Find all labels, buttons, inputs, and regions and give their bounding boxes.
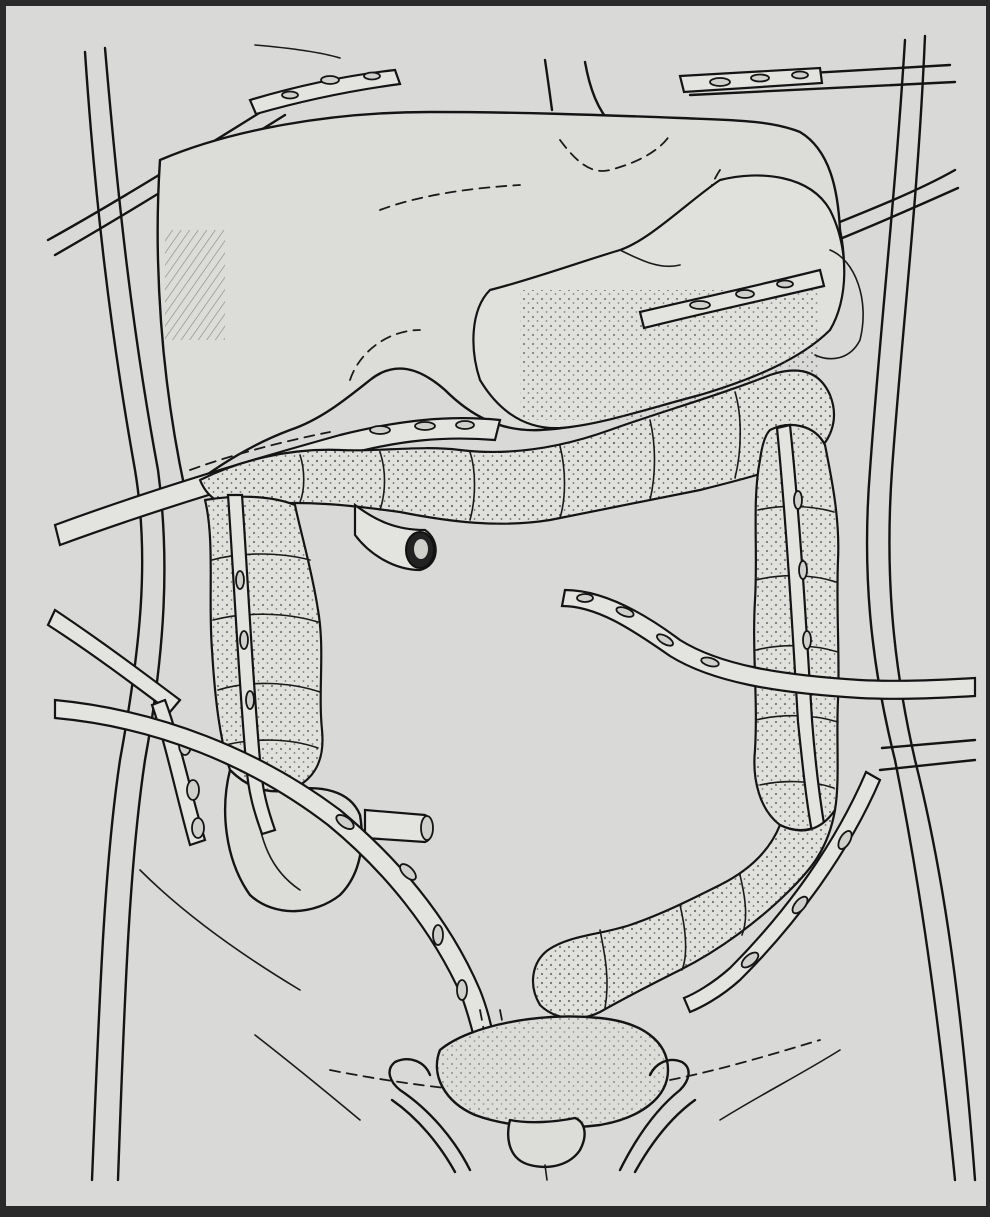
bladder [437, 1017, 668, 1128]
ileal-stump [365, 810, 433, 842]
